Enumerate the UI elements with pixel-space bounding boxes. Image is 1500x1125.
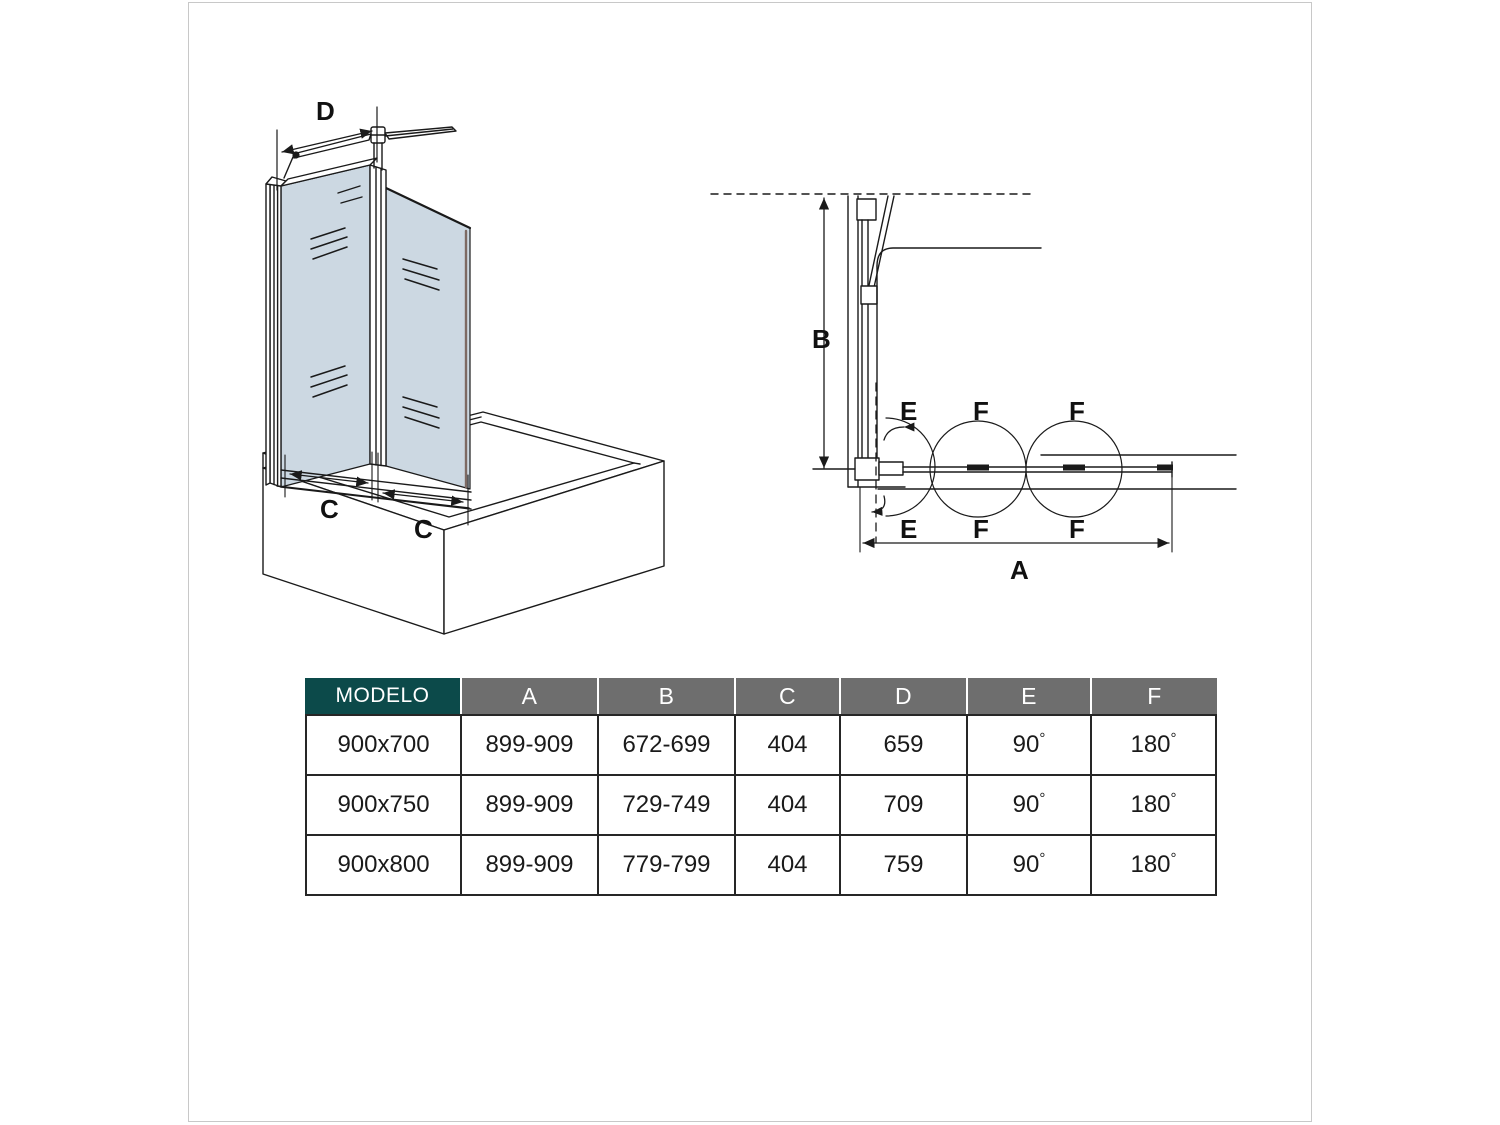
table-header-row: MODELO A B C D E F — [305, 678, 1217, 714]
column-header-f: F — [1092, 678, 1217, 714]
degree-symbol: ° — [1170, 790, 1177, 807]
column-header-a: A — [462, 678, 599, 714]
column-header-modelo: MODELO — [305, 678, 462, 714]
cell-e: 90° — [968, 776, 1092, 836]
column-header-d: D — [841, 678, 968, 714]
cell-a: 899-909 — [462, 836, 599, 896]
content-frame — [188, 2, 1312, 1122]
cell-a: 899-909 — [462, 776, 599, 836]
dimension-label-C-right: C — [414, 514, 433, 544]
column-header-e: E — [968, 678, 1092, 714]
cell-f: 180° — [1092, 714, 1217, 776]
degree-symbol: ° — [1039, 850, 1046, 867]
cell-modelo: 900x800 — [305, 836, 462, 896]
cell-c: 404 — [736, 714, 841, 776]
cell-b: 672-699 — [599, 714, 736, 776]
specification-table: MODELO A B C D E F 900x700 899-909 672-6… — [305, 678, 1217, 896]
dimension-label-C-left: C — [320, 494, 339, 524]
cell-d: 709 — [841, 776, 968, 836]
cell-e: 90° — [968, 714, 1092, 776]
cell-c: 404 — [736, 836, 841, 896]
cell-e-value: 90 — [1012, 731, 1040, 758]
degree-symbol: ° — [1039, 790, 1046, 807]
cell-f-value: 180 — [1130, 731, 1171, 758]
cell-e: 90° — [968, 836, 1092, 896]
table-header: MODELO A B C D E F — [305, 678, 1217, 714]
cell-b: 779-799 — [599, 836, 736, 896]
dimension-label-E-bottom: E — [900, 514, 918, 544]
table-body: 900x700 899-909 672-699 404 659 90° 180°… — [305, 714, 1217, 896]
cell-b: 729-749 — [599, 776, 736, 836]
dimension-label-D: D — [316, 96, 335, 126]
degree-symbol: ° — [1170, 730, 1177, 747]
dimension-label-F-bottom-1: F — [973, 514, 989, 544]
dimension-label-F-top-2: F — [1069, 396, 1085, 426]
dimension-label-F-bottom-2: F — [1069, 514, 1085, 544]
degree-symbol: ° — [1170, 850, 1177, 867]
spec-table-element: MODELO A B C D E F 900x700 899-909 672-6… — [305, 678, 1217, 896]
cell-modelo: 900x750 — [305, 776, 462, 836]
cell-e-value: 90 — [1012, 851, 1040, 878]
dimension-label-F-top-1: F — [973, 396, 989, 426]
cell-c: 404 — [736, 776, 841, 836]
degree-symbol: ° — [1039, 730, 1046, 747]
table-row: 900x700 899-909 672-699 404 659 90° 180° — [305, 714, 1217, 776]
cell-f: 180° — [1092, 776, 1217, 836]
dimension-label-A: A — [1010, 555, 1029, 585]
column-header-b: B — [599, 678, 736, 714]
cell-d: 759 — [841, 836, 968, 896]
table-row: 900x800 899-909 779-799 404 759 90° 180° — [305, 836, 1217, 896]
cell-d: 659 — [841, 714, 968, 776]
cell-a: 899-909 — [462, 714, 599, 776]
cell-f-value: 180 — [1130, 791, 1171, 818]
cell-f: 180° — [1092, 836, 1217, 896]
dimension-label-E-top: E — [900, 396, 918, 426]
cell-modelo: 900x700 — [305, 714, 462, 776]
cell-e-value: 90 — [1012, 791, 1040, 818]
column-header-c: C — [736, 678, 841, 714]
dimension-label-B: B — [812, 324, 831, 354]
cell-f-value: 180 — [1130, 851, 1171, 878]
table-row: 900x750 899-909 729-749 404 709 90° 180° — [305, 776, 1217, 836]
